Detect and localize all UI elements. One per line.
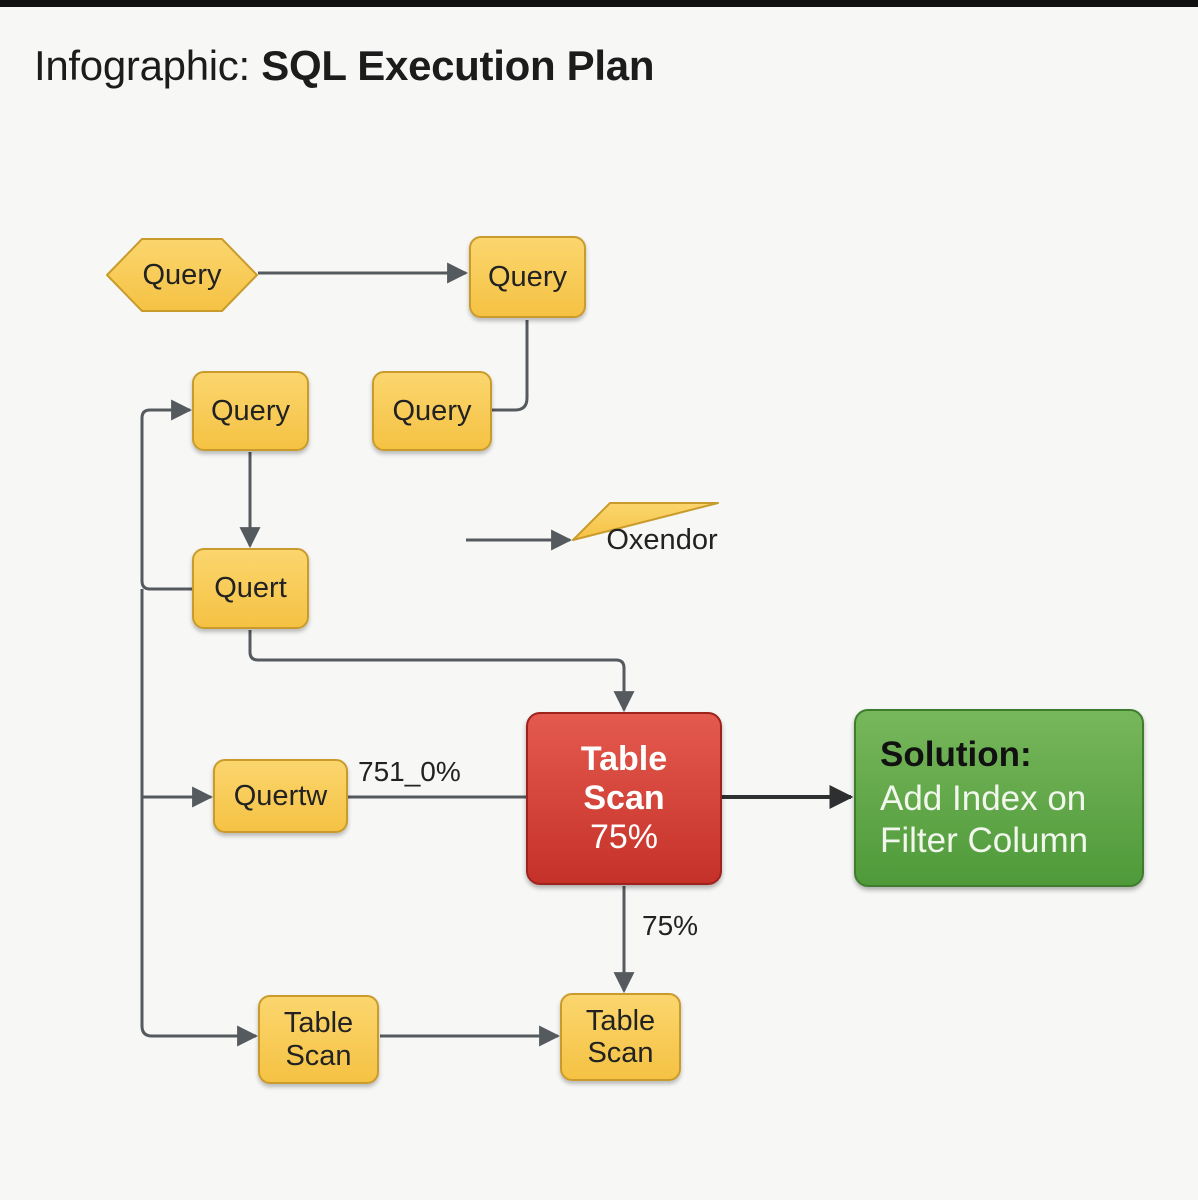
top-bar (0, 0, 1198, 7)
table-scan-left-line2: Scan (285, 1039, 352, 1072)
query-mid-node[interactable]: Query (372, 371, 492, 451)
edge-label-quertw: 751_0% (358, 756, 461, 787)
solution-node[interactable]: Solution: Add Index on Filter Column (854, 709, 1144, 887)
query-left-label: Query (211, 394, 290, 427)
table-scan-main-line1: Table (580, 739, 668, 778)
quertw-node[interactable]: Quertw (213, 759, 348, 833)
table-scan-left-node[interactable]: Table Scan (258, 995, 379, 1084)
query-hex-node[interactable]: Query (104, 236, 260, 314)
oxendor-label: Oxendor (606, 523, 718, 556)
edge-quert-to-scan (248, 630, 635, 713)
page-title: Infographic: SQL Execution Plan (34, 42, 654, 90)
hexagon-shape (106, 238, 258, 312)
edge-query-to-query-mid (492, 320, 529, 412)
oxendor-node[interactable]: Oxendor (570, 500, 732, 580)
table-scan-bottom-line2: Scan (587, 1037, 654, 1069)
query-top-right-node[interactable]: Query (469, 236, 586, 318)
table-scan-main-line2: Scan (583, 778, 665, 817)
query-mid-label: Query (392, 394, 472, 427)
query-left-node[interactable]: Query (192, 371, 309, 451)
edge-label-scan-down: 75% (642, 910, 699, 941)
solution-line2: Filter Column (880, 820, 1089, 860)
quert-node[interactable]: Quert (192, 548, 309, 629)
solution-line1: Add Index on (880, 779, 1087, 819)
quertw-label: Quertw (233, 779, 328, 812)
query-top-right-label: Query (488, 260, 567, 293)
edge-spine-up (140, 399, 193, 591)
query-hex-label: Query (142, 258, 222, 291)
title-main: SQL Execution Plan (261, 42, 655, 89)
pointed-shape (572, 502, 719, 541)
table-scan-bottom-line1: Table (585, 1004, 656, 1037)
quert-label: Quert (214, 572, 287, 605)
table-scan-main-pct: 75% (589, 818, 659, 857)
solution-heading: Solution: (880, 735, 1032, 775)
table-scan-bottom-node[interactable]: Table Scan (560, 993, 681, 1081)
title-prefix: Infographic: (34, 42, 250, 89)
edge-spine-down (140, 589, 259, 1047)
table-scan-main-node[interactable]: Table Scan 75% (526, 712, 722, 885)
table-scan-left-line1: Table (283, 1007, 354, 1040)
